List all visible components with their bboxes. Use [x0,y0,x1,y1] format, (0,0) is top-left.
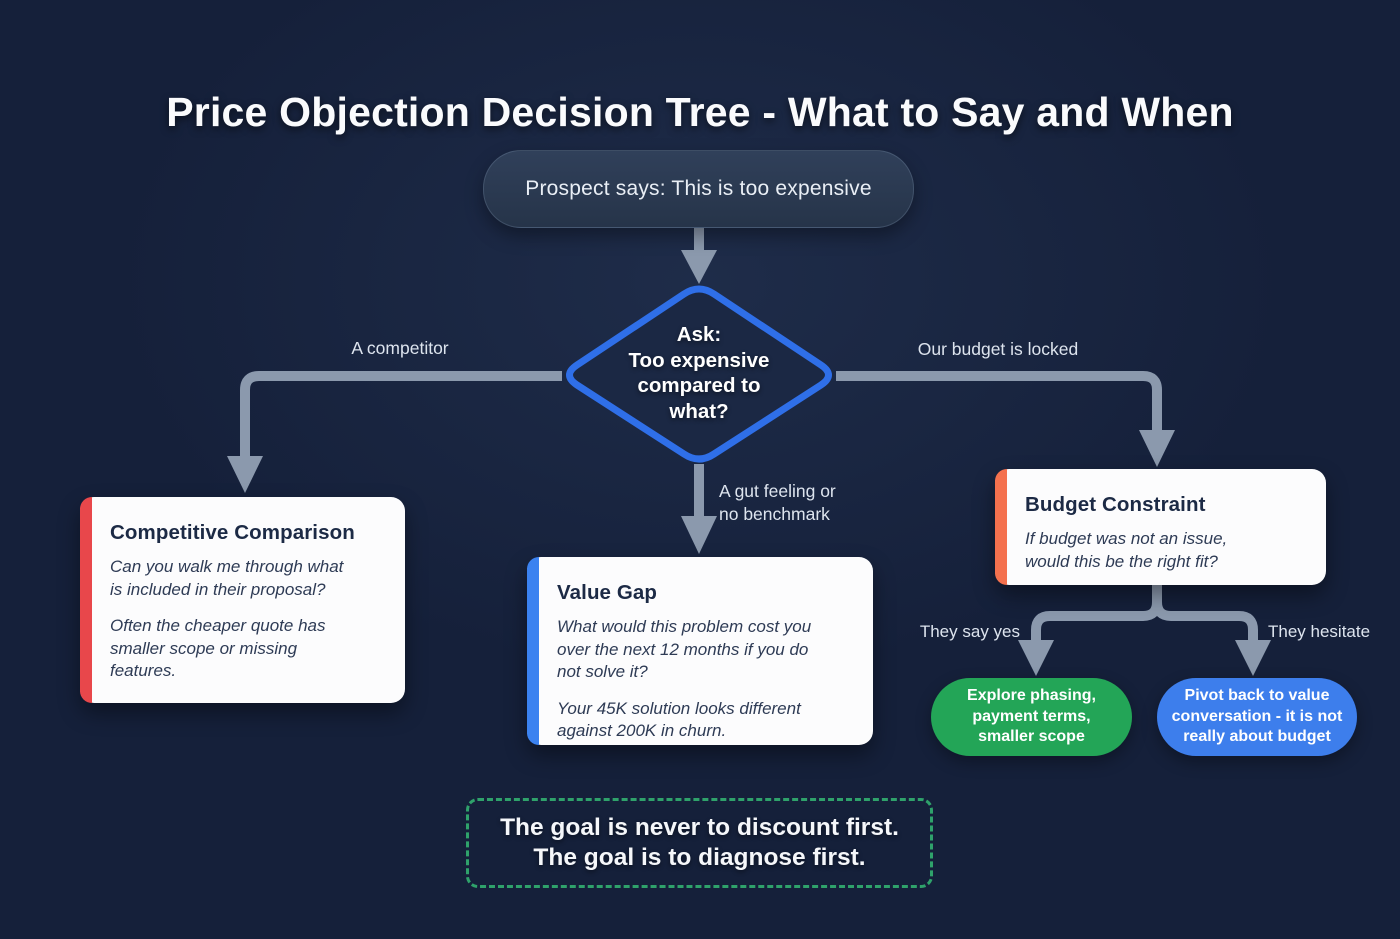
blue-accent-stripe [527,557,539,745]
explore-options-node: Explore phasing, payment terms, smaller … [931,678,1132,756]
branch-label-competitor: A competitor [351,338,449,358]
branch-label-gut-feeling: A gut feeling or no benchmark [719,481,836,524]
edge-decision-to-competitive [240,371,562,458]
competitive-comparison-title: Competitive Comparison [110,521,355,544]
goal-note-text: The goal is never to discount first. The… [500,814,899,871]
value-gap-title: Value Gap [557,581,658,604]
orange-accent-stripe [995,469,1007,585]
value-gap-question: What would this problem cost you over th… [557,617,812,681]
arrowhead-budget-to-pivot [1235,640,1271,676]
start-node: Prospect says: This is too expensive [483,150,914,228]
pivot-to-value-node: Pivot back to value conversation - it is… [1157,678,1357,756]
red-accent-stripe [80,497,92,703]
arrowhead-decision-to-value-gap [681,516,717,554]
start-node-label: Prospect says: This is too expensive [525,177,872,200]
goal-note-box: The goal is never to discount first. The… [466,798,933,888]
pivot-to-value-label: Pivot back to value conversation - it is… [1171,687,1343,746]
edge-budget-to-explore [1031,585,1162,642]
budget-constraint-title: Budget Constraint [1025,493,1206,516]
competitive-comparison-card: Competitive Comparison Can you walk me t… [80,497,405,703]
competitive-comparison-insight: Often the cheaper quote has smaller scop… [110,616,326,680]
arrowhead-decision-to-budget [1139,430,1175,467]
arrowhead-start-to-decision [681,250,717,284]
edge-decision-to-budget [836,371,1162,432]
edge-budget-to-pivot [1152,585,1258,642]
budget-constraint-card: Budget Constraint If budget was not an i… [995,469,1326,585]
arrowhead-decision-to-competitive [227,456,263,493]
branch-label-budget-locked: Our budget is locked [917,339,1079,359]
value-gap-card: Value Gap What would this problem cost y… [527,557,873,745]
decision-diamond-shape [566,285,832,463]
decision-node-label: Ask: Too expensive compared to what? [628,323,770,423]
branch-label-they-say-yes: They say yes [919,622,1020,641]
arrowhead-budget-to-explore [1018,640,1054,676]
competitive-comparison-question: Can you walk me through what is included… [110,557,344,599]
value-gap-insight: Your 45K solution looks different agains… [557,698,801,741]
branch-label-they-hesitate: They hesitate [1268,622,1371,641]
explore-options-label: Explore phasing, payment terms, smaller … [967,687,1096,746]
page-title: Price Objection Decision Tree - What to … [166,89,1234,136]
budget-constraint-question: If budget was not an issue, would this b… [1025,529,1228,571]
